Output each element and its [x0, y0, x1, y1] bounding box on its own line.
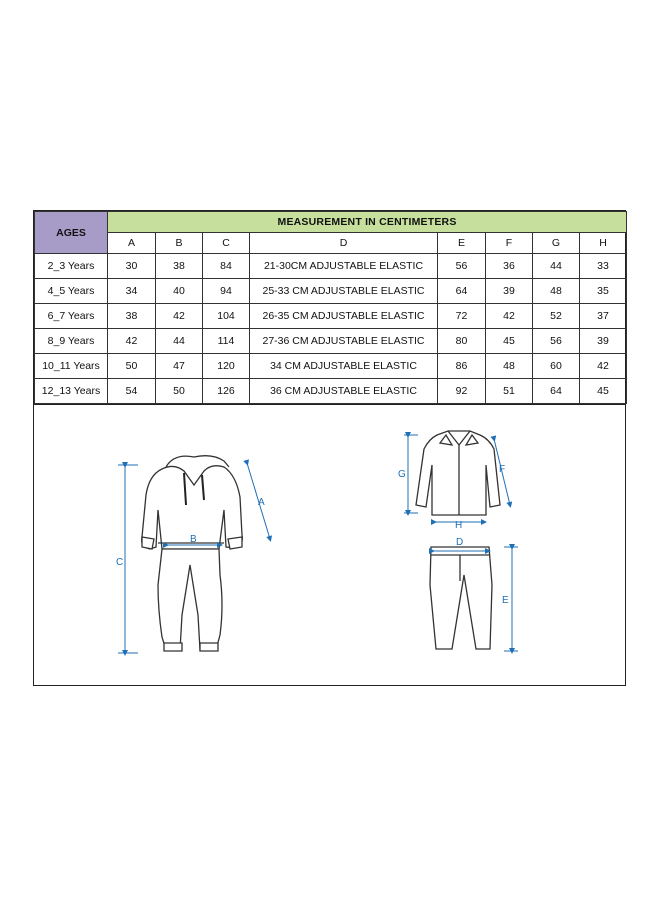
- value-cell-d: 34 CM ADJUSTABLE ELASTIC: [249, 353, 438, 379]
- value-cell-b: 50: [155, 378, 203, 404]
- pants-illustration: [429, 546, 493, 650]
- value-cell-b: 47: [155, 353, 203, 379]
- value-cell-e: 86: [437, 353, 486, 379]
- column-header-e: E: [437, 232, 486, 254]
- value-cell-a: 42: [107, 328, 156, 354]
- label-e: E: [502, 595, 509, 606]
- value-cell-a: 50: [107, 353, 156, 379]
- value-cell-a: 30: [107, 253, 156, 279]
- value-cell-c: 126: [202, 378, 250, 404]
- value-cell-g: 44: [532, 253, 580, 279]
- value-cell-b: 42: [155, 303, 203, 329]
- value-cell-g: 52: [532, 303, 580, 329]
- value-cell-b: 38: [155, 253, 203, 279]
- pants-measure-lines: [429, 544, 518, 654]
- label-g: G: [398, 469, 406, 480]
- value-cell-d: 26-35 CM ADJUSTABLE ELASTIC: [249, 303, 438, 329]
- column-header-g: G: [532, 232, 580, 254]
- value-cell-g: 56: [532, 328, 580, 354]
- value-cell-h: 33: [578, 253, 628, 279]
- value-cell-g: 64: [532, 378, 580, 404]
- value-cell-f: 51: [485, 378, 533, 404]
- value-cell-d: 27-36 CM ADJUSTABLE ELASTIC: [249, 328, 438, 354]
- value-cell-f: 39: [485, 278, 533, 304]
- value-cell-c: 94: [202, 278, 250, 304]
- ages-header: AGES: [34, 211, 108, 254]
- value-cell-h: 45: [578, 378, 628, 404]
- label-d: D: [456, 537, 463, 548]
- value-cell-c: 120: [202, 353, 250, 379]
- value-cell-c: 114: [202, 328, 250, 354]
- label-b: B: [190, 534, 197, 545]
- column-header-c: C: [202, 232, 250, 254]
- age-cell: 8_9 Years: [34, 328, 108, 354]
- value-cell-f: 48: [485, 353, 533, 379]
- label-a: A: [258, 497, 265, 508]
- label-h: H: [455, 520, 462, 531]
- label-c: C: [116, 557, 123, 568]
- value-cell-e: 56: [437, 253, 486, 279]
- value-cell-g: 60: [532, 353, 580, 379]
- age-cell: 6_7 Years: [34, 303, 108, 329]
- illustration-panel: C B A G H F: [34, 404, 626, 687]
- value-cell-b: 44: [155, 328, 203, 354]
- value-cell-h: 37: [578, 303, 628, 329]
- value-cell-c: 104: [202, 303, 250, 329]
- column-header-f: F: [485, 232, 533, 254]
- value-cell-c: 84: [202, 253, 250, 279]
- value-cell-h: 35: [578, 278, 628, 304]
- value-cell-d: 36 CM ADJUSTABLE ELASTIC: [249, 378, 438, 404]
- age-cell: 12_13 Years: [34, 378, 108, 404]
- garment-diagram: C B A G H F: [116, 430, 518, 656]
- value-cell-f: 45: [485, 328, 533, 354]
- value-cell-h: 39: [578, 328, 628, 354]
- age-cell: 4_5 Years: [34, 278, 108, 304]
- age-cell: 10_11 Years: [34, 353, 108, 379]
- value-cell-a: 34: [107, 278, 156, 304]
- onesie-measure-lines: [118, 459, 273, 656]
- value-cell-h: 42: [578, 353, 628, 379]
- value-cell-a: 54: [107, 378, 156, 404]
- column-header-d: D: [249, 232, 438, 254]
- value-cell-e: 80: [437, 328, 486, 354]
- value-cell-e: 92: [437, 378, 486, 404]
- age-cell: 2_3 Years: [34, 253, 108, 279]
- shirt-measure-lines: [404, 432, 513, 525]
- value-cell-e: 64: [437, 278, 486, 304]
- measurement-header: MEASUREMENT IN CENTIMETERS: [106, 211, 628, 233]
- column-header-b: B: [155, 232, 203, 254]
- value-cell-d: 25-33 CM ADJUSTABLE ELASTIC: [249, 278, 438, 304]
- value-cell-e: 72: [437, 303, 486, 329]
- value-cell-f: 36: [485, 253, 533, 279]
- value-cell-g: 48: [532, 278, 580, 304]
- column-header-a: A: [107, 232, 156, 254]
- value-cell-a: 38: [107, 303, 156, 329]
- column-header-h: H: [578, 232, 628, 254]
- onesie-illustration: [141, 455, 243, 652]
- value-cell-f: 42: [485, 303, 533, 329]
- shirt-illustration: [415, 430, 501, 516]
- value-cell-d: 21-30CM ADJUSTABLE ELASTIC: [249, 253, 438, 279]
- label-f: F: [499, 464, 505, 475]
- value-cell-b: 40: [155, 278, 203, 304]
